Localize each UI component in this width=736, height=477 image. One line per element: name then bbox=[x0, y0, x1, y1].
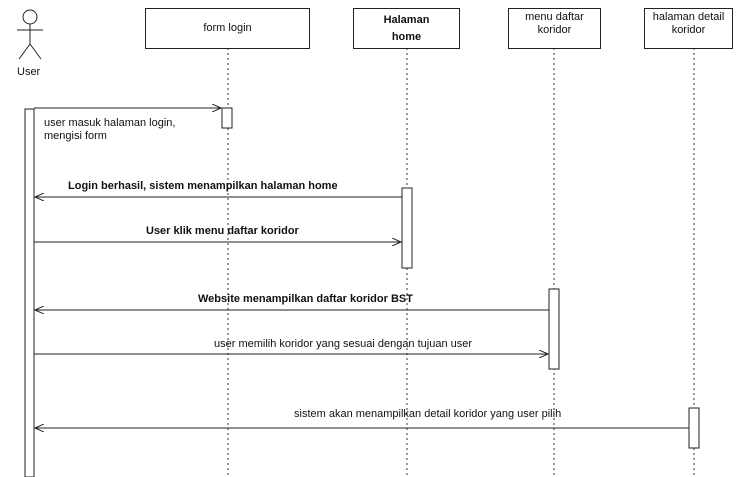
activation-halaman-home bbox=[401, 187, 413, 269]
lifeline-box-halaman-home: Halaman home bbox=[353, 8, 460, 49]
activation-menu-daftar-koridor bbox=[548, 288, 560, 370]
message-1-label-line1: user masuk halaman login, bbox=[44, 117, 176, 129]
message-2-label: Login berhasil, sistem menampilkan halam… bbox=[68, 180, 338, 192]
lifeline-box-menu-daftar-koridor: menu daftar koridor bbox=[508, 8, 601, 49]
message-1-label-line2: mengisi form bbox=[44, 130, 107, 142]
lifeline-label-menu-daftar-koridor-line1: menu daftar bbox=[525, 11, 584, 23]
message-4-label: Website menampilkan daftar koridor BST bbox=[198, 293, 413, 305]
activation-halaman-detail-koridor bbox=[688, 407, 700, 449]
actor-label: User bbox=[17, 66, 41, 78]
lifeline-label-form-login: form login bbox=[203, 22, 252, 34]
message-3-label: User klik menu daftar koridor bbox=[146, 225, 299, 237]
activation-user bbox=[24, 108, 35, 477]
lifeline-label-halaman-detail-koridor-line1: halaman detail bbox=[652, 11, 725, 23]
lifeline-label-menu-daftar-koridor-line2: koridor bbox=[537, 24, 572, 36]
lifeline-box-halaman-detail-koridor: halaman detail koridor bbox=[644, 8, 733, 49]
message-5-label: user memilih koridor yang sesuai dengan … bbox=[214, 338, 473, 350]
user-actor-icon bbox=[17, 9, 43, 60]
lifeline-box-form-login: form login bbox=[145, 8, 310, 49]
message-6-label: sistem akan menampilkan detail koridor y… bbox=[294, 408, 562, 420]
lifeline-label-halaman-home-line1: Halaman bbox=[383, 13, 430, 26]
lifeline-label-halaman-detail-koridor-line2: koridor bbox=[671, 24, 706, 36]
activation-form-login bbox=[221, 107, 233, 129]
lifeline-label-halaman-home-line2: home bbox=[391, 30, 422, 43]
